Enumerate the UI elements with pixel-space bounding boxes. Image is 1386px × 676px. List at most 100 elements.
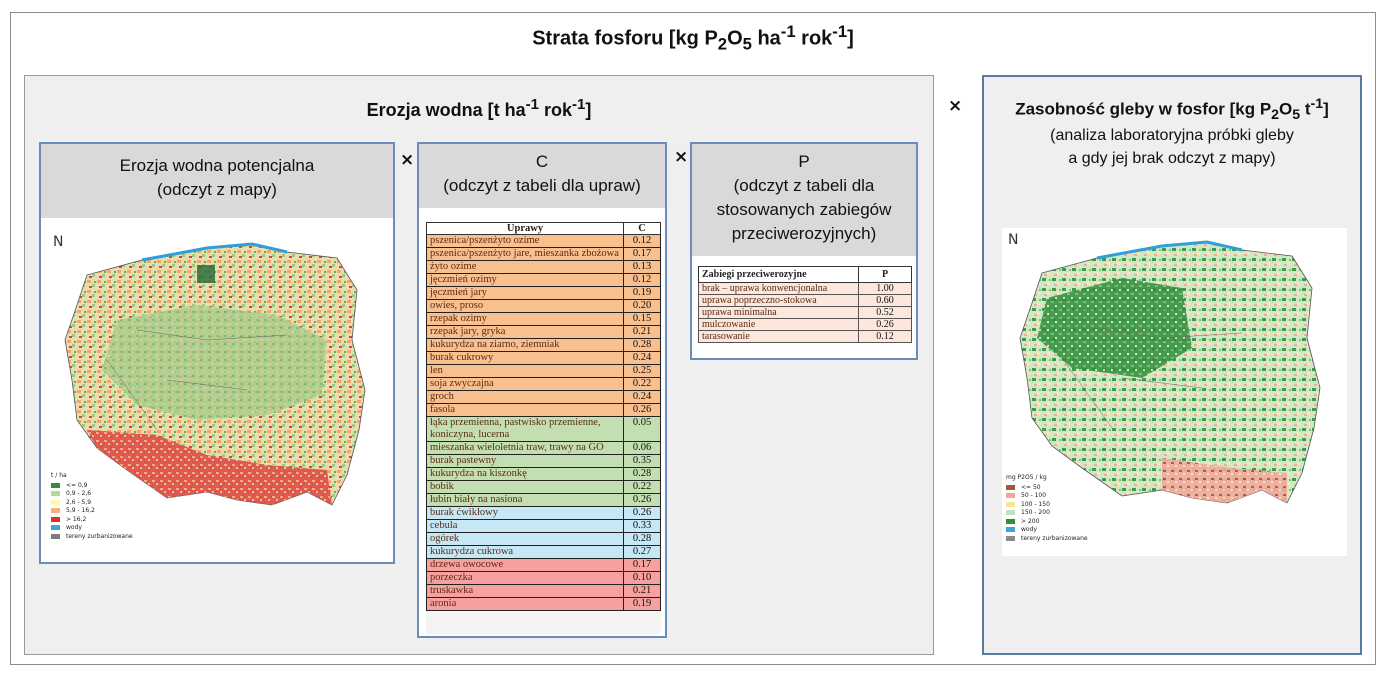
phosphorus-legend-label: wody [1021,526,1037,534]
phosphorus-legend-label: <= 50 [1021,483,1041,491]
p-table-wrapper: Zabiegi przeciwerozyjne P brak – uprawa … [698,266,912,343]
c-crop-value: 0.21 [623,584,661,598]
phosphorus-legend-swatch [1006,493,1015,499]
phosphorus-legend-swatch [1006,501,1015,507]
c-col-value: C [623,222,661,235]
c-crop-value: 0.24 [623,390,661,404]
c-crop-value: 0.26 [623,403,661,417]
north-arrow-icon: N [53,234,64,250]
phosphorus-legend-swatch [1006,535,1015,541]
p-factor-subtitle-2: stosowanych zabiegów [716,200,892,219]
c-crop-value: 0.19 [623,597,661,611]
c-crop-value: 0.21 [623,325,661,339]
c-factor-header: C (odczyt z tabeli dla upraw) [419,144,665,208]
p-measure-name: brak – uprawa konwencjonalna [698,282,859,295]
erosion-legend-item: wody [51,524,133,533]
main-title: Strata fosforu [kg P2O5 ha-1 rok-1] [532,22,854,54]
c-crop-value: 0.26 [623,493,661,507]
p-measure-name: mulczowanie [698,318,859,331]
phosphorus-legend-swatch [1006,527,1015,533]
c-crop-value: 0.27 [623,545,661,559]
p-measure-value: 0.52 [858,306,912,319]
c-crop-name: burak pastewny [426,454,624,468]
erosion-legend-label: <= 0,9 [66,481,88,489]
multiply-sign-3: × [948,96,963,116]
c-crop-value: 0.28 [623,338,661,352]
c-crop-value: 0.20 [623,299,661,313]
phosphorus-legend-swatch [1006,484,1015,490]
c-crop-value: 0.22 [623,480,661,494]
erosion-legend-item: tereny zurbanizowane [51,532,133,541]
phosphorus-legend-label: 150 - 200 [1021,509,1050,517]
c-crop-value: 0.05 [623,416,661,442]
erosion-legend-label: > 16,2 [66,515,87,523]
erosion-legend-item: <= 0,9 [51,481,133,490]
phosphorus-subtitle-line-2: a gdy jej brak odczyt z mapy) [1068,150,1276,167]
c-factor-title: C [535,152,549,171]
c-crop-name: porzeczka [426,571,624,585]
c-crop-name: soja zwyczajna [426,377,624,391]
phosphorus-legend-item: 100 - 150 [1006,500,1088,509]
p-factor-subtitle-3: przeciwerozyjnych) [731,224,877,243]
c-crop-value: 0.19 [623,286,661,300]
p-measure-value: 0.60 [858,294,912,307]
p-factor-header: P (odczyt z tabeli dla stosowanych zabie… [692,144,916,256]
c-crop-name: rzepak ozimy [426,312,624,326]
c-crop-value: 0.10 [623,571,661,585]
c-crop-value: 0.17 [623,247,661,261]
phosphorus-legend-title: mg P2O5 / kg [1006,474,1047,481]
phosphorus-legend-label: tereny zurbanizowane [1021,534,1088,542]
potential-erosion-subtitle: (odczyt z mapy) [157,180,277,199]
c-crop-value: 0.12 [623,273,661,287]
potential-erosion-header: Erozja wodna potencjalna (odczyt z mapy) [41,144,393,218]
c-crop-name: żyto ozime [426,260,624,274]
c-crop-name: rzepak jary, gryka [426,325,624,339]
erosion-legend-swatch [51,491,60,497]
erosion-legend-item: > 16,2 [51,515,133,524]
c-crop-value: 0.24 [623,351,661,365]
phosphorus-legend-item: <= 50 [1006,483,1088,492]
c-crop-name: mieszanka wieloletnia traw, trawy na GO [426,441,624,455]
p-factor-panel: P (odczyt z tabeli dla stosowanych zabie… [690,142,918,360]
north-arrow-icon-2: N [1008,232,1019,248]
p-measure-value: 1.00 [858,282,912,295]
erosion-title: Erozja wodna [t ha-1 rok-1] [366,96,592,120]
multiply-sign-2: × [674,147,689,167]
phosphorus-title: Zasobność gleby w fosfor [kg P2O5 t-1] [1015,96,1329,124]
potential-erosion-panel: Erozja wodna potencjalna (odczyt z mapy) [39,142,395,564]
c-factor-subtitle: (odczyt z tabeli dla upraw) [443,176,641,195]
c-crop-value: 0.28 [623,532,661,546]
c-crop-name: łąka przemienna, pastwisko przemienne, k… [426,416,624,442]
c-crop-name: truskawka [426,584,624,598]
erosion-legend-swatch [51,525,60,531]
c-crop-value: 0.25 [623,364,661,378]
p-measure-value: 0.26 [858,318,912,331]
phosphorus-legend-label: 100 - 150 [1021,500,1050,508]
phosphorus-map-graphic [1019,240,1321,504]
c-crop-name: aronia [426,597,624,611]
phosphorus-legend-label: 50 - 100 [1021,492,1047,500]
p-measure-name: uprawa poprzeczno-stokowa [698,294,859,307]
erosion-legend-label: 0,9 - 2,6 [66,490,92,498]
erosion-legend-swatch [51,482,60,488]
c-table-row: łąka przemienna, pastwisko przemienne, k… [426,416,661,442]
